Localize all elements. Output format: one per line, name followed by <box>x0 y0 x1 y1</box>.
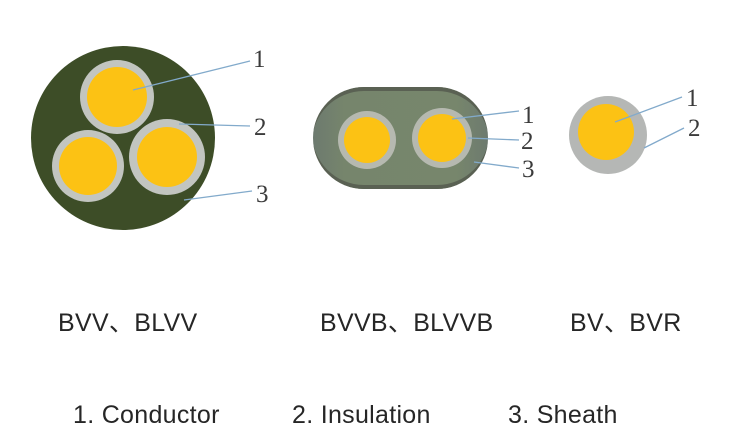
bvv-callout-2: 2 <box>254 114 267 141</box>
bvv-insulation-ring-top <box>80 60 154 134</box>
bvvb-conductor-left <box>344 117 390 163</box>
legend-insulation: 2. Insulation <box>292 401 431 429</box>
bv-callout-1: 1 <box>686 85 699 112</box>
legend-conductor: 1. Conductor <box>73 401 220 429</box>
bvv-callout-1: 1 <box>253 46 266 73</box>
leader-line <box>643 127 685 149</box>
bvv-conductor-top <box>87 67 147 127</box>
type-label-bv-bvr: BV、BVR <box>570 309 682 337</box>
bvvb-conductor-right <box>418 114 466 162</box>
type-label-bvvb-blvvb: BVVB、BLVVB <box>320 309 494 337</box>
bvv-insulation-ring-bottom-left <box>52 130 124 202</box>
bvvb-insulation-ring-left <box>338 111 396 169</box>
bvv-conductor-bottom-left <box>59 137 117 195</box>
bvvb-callout-1: 1 <box>522 102 535 129</box>
bv-callout-2: 2 <box>688 115 701 142</box>
bvv-conductor-bottom-right <box>137 127 197 187</box>
bvv-callout-3: 3 <box>256 181 269 208</box>
legend-sheath: 3. Sheath <box>508 401 618 429</box>
bv-conductor <box>578 104 634 160</box>
bvv-insulation-ring-bottom-right <box>129 119 205 195</box>
bvvb-callout-3: 3 <box>522 156 535 183</box>
bvvb-insulation-ring-right <box>412 108 472 168</box>
type-label-bvv-blvv: BVV、BLVV <box>58 309 198 337</box>
bvvb-callout-2: 2 <box>521 128 534 155</box>
